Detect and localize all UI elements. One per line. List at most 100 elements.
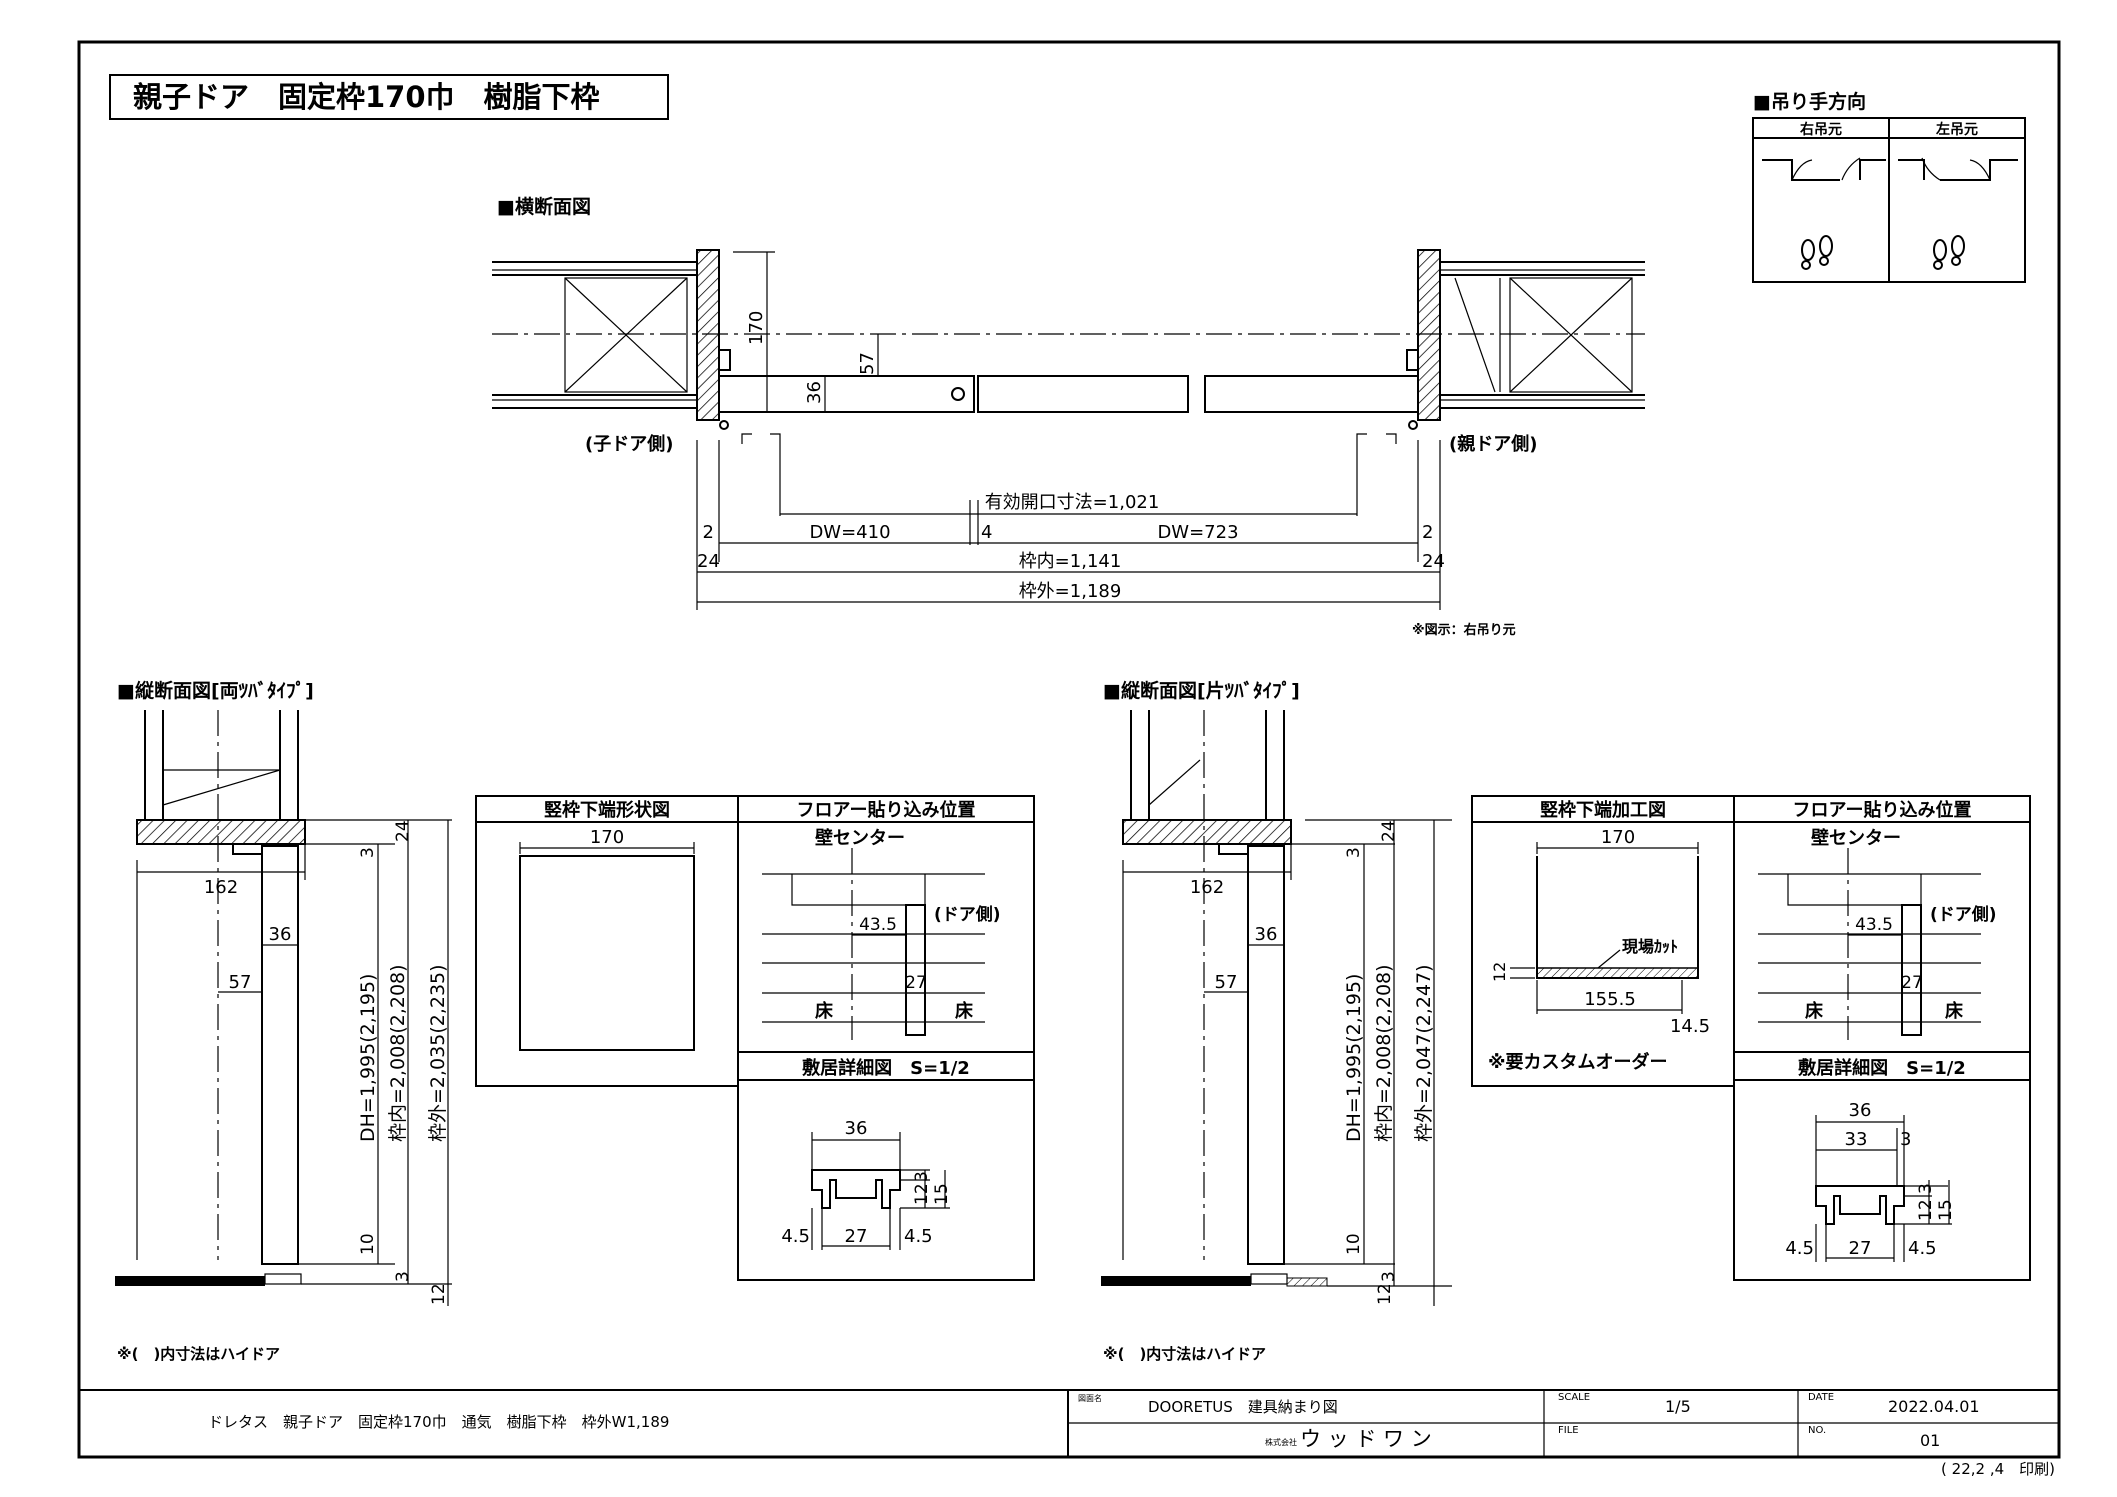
left-floor-left: 床 xyxy=(815,1000,834,1022)
effective-opening-label: 有効開口寸法=1,021 xyxy=(985,492,1160,513)
cross-section-view: ■横断面図 xyxy=(492,195,1645,638)
left-sill-15: 15 xyxy=(932,1183,952,1205)
left-sill-36: 36 xyxy=(845,1118,868,1139)
cross-section-heading: ■横断面図 xyxy=(497,195,591,218)
dim-frame-outer: 枠外=1,189 xyxy=(1019,581,1122,602)
left-hinge-sketch xyxy=(1898,157,2018,270)
v-left-dim-3-bottom: 3 xyxy=(393,1271,413,1282)
left-sill-27: 27 xyxy=(845,1226,868,1247)
right-door-side: (ドア側) xyxy=(1930,904,1997,925)
v-left-outer: 枠外=2,035(2,235) xyxy=(427,964,449,1142)
left-door-side: (ドア側) xyxy=(934,904,1001,925)
dim-gap-left: 2 xyxy=(703,522,714,543)
left-shape-header: 竪枠下端形状図 xyxy=(544,799,670,821)
dim-36-label: 36 xyxy=(804,381,825,404)
v-right-dim-12: 12 xyxy=(1375,1283,1395,1305)
right-wall-center: 壁センター xyxy=(1811,827,1901,849)
left-sill-12: 12 xyxy=(912,1183,932,1205)
v-right-dim-24: 24 xyxy=(1379,820,1399,842)
v-left-dim-162: 162 xyxy=(204,877,238,898)
right-dim-27: 27 xyxy=(1901,973,1923,993)
child-side-label: (子ドア側) xyxy=(585,433,673,455)
v-right-outer: 枠外=2,047(2,247) xyxy=(1413,964,1435,1142)
left-floor-right: 床 xyxy=(955,1000,974,1022)
right-shape-dim: 170 xyxy=(1601,827,1635,848)
v-left-note: ※( )内寸法はハイドア xyxy=(117,1345,280,1363)
dim-57-label: 57 xyxy=(857,352,878,375)
hinge-right-label: 右吊元 xyxy=(1799,121,1842,138)
left-dim-43-5: 43.5 xyxy=(859,915,897,935)
right-wall xyxy=(1406,249,1645,421)
v-right-note: ※( )内寸法はハイドア xyxy=(1103,1345,1266,1363)
v-right-dh: DH=1,995(2,195) xyxy=(1343,974,1365,1142)
left-wall xyxy=(492,249,731,421)
right-sill-4-5-l: 4.5 xyxy=(1785,1238,1814,1259)
scale-value: 1/5 xyxy=(1665,1397,1691,1416)
v-right-dim-3-bottom: 3 xyxy=(1379,1271,1399,1282)
v-left-dim-57: 57 xyxy=(229,972,252,993)
v-left-dim-24: 24 xyxy=(393,820,413,842)
left-shape-dim: 170 xyxy=(590,827,624,848)
right-dim-155-5: 155.5 xyxy=(1584,989,1636,1010)
v-left-dim-12: 12 xyxy=(429,1283,449,1305)
cross-section-note: ※図示：右吊り元 xyxy=(1412,622,1516,638)
v-left-dh: DH=1,995(2,195) xyxy=(357,974,379,1142)
no-label: NO. xyxy=(1808,1425,1826,1436)
v-right-dim-10: 10 xyxy=(1344,1233,1364,1255)
right-hinge-sketch xyxy=(1762,157,1886,270)
right-sill-header: 敷居詳細図 S=1/2 xyxy=(1798,1057,1966,1079)
dim-gap-mid: 4 xyxy=(981,522,992,543)
right-site-cut: 現場ｶｯﾄ xyxy=(1622,937,1678,956)
scale-label: SCALE xyxy=(1558,1392,1590,1403)
date-value: 2022.04.01 xyxy=(1888,1397,1980,1416)
right-sill-27: 27 xyxy=(1849,1238,1872,1259)
v-left-dim-36: 36 xyxy=(269,924,292,945)
v-right-dim-3-top: 3 xyxy=(1344,847,1364,858)
left-sill-4-5-l: 4.5 xyxy=(781,1226,810,1247)
left-floor-header: フロアー貼り込み位置 xyxy=(797,799,976,821)
right-floor-header: フロアー貼り込み位置 xyxy=(1793,799,1972,821)
right-floor-right: 床 xyxy=(1945,1000,1964,1022)
parent-side-label: (親ドア側) xyxy=(1449,433,1537,455)
detail-panel-left: 竪枠下端形状図 170 フロアー貼り込み位置 壁センター 43.5 (ドア側) … xyxy=(475,795,1035,1281)
dim-frame-right: 24 xyxy=(1422,551,1445,572)
vertical-right-heading: ■縦断面図[片ﾂﾊﾞﾀｲﾌﾟ] xyxy=(1103,679,1300,702)
detail-panel-right: 竪枠下端加工図 170 現場ｶｯﾄ 12 155.5 14.5 ※要カスタムオー… xyxy=(1471,795,2031,1281)
left-sill-4-5-r: 4.5 xyxy=(904,1226,933,1247)
v-right-dim-57: 57 xyxy=(1215,972,1238,993)
right-sill-3: 3 xyxy=(1916,1183,1936,1194)
drawing-name: DOORETUS 建具納まり図 xyxy=(1148,1398,1338,1416)
right-sill-36: 36 xyxy=(1849,1100,1872,1121)
v-right-inner: 枠内=2,008(2,208) xyxy=(1373,964,1395,1142)
left-dim-27: 27 xyxy=(905,973,927,993)
hinge-direction-panel: ■吊り手方向 右吊元 左吊元 xyxy=(1752,90,2026,283)
right-floor-left: 床 xyxy=(1805,1000,1824,1022)
hinge-heading: ■吊り手方向 xyxy=(1753,90,1866,113)
product-line: ドレタス 親子ドア 固定枠170巾 通気 樹脂下枠 枠外W1,189 xyxy=(208,1413,669,1431)
no-value: 01 xyxy=(1920,1431,1940,1450)
dim-dw-parent: DW=723 xyxy=(1157,522,1238,543)
door-leaves xyxy=(718,375,1419,413)
left-wall-center: 壁センター xyxy=(815,827,905,849)
hinge-left-label: 左吊元 xyxy=(1935,121,1978,138)
left-sill-3: 3 xyxy=(912,1171,932,1182)
right-sill-12: 12 xyxy=(1916,1199,1936,1221)
v-left-dim-10: 10 xyxy=(358,1233,378,1255)
right-sill-15: 15 xyxy=(1936,1199,1956,1221)
dim-170-label: 170 xyxy=(746,311,767,345)
right-sill-4-5-r: 4.5 xyxy=(1908,1238,1937,1259)
v-left-inner: 枠内=2,008(2,208) xyxy=(387,964,409,1142)
right-dim-43-5: 43.5 xyxy=(1855,915,1893,935)
right-shape-header: 竪枠下端加工図 xyxy=(1540,799,1666,821)
left-sill-header: 敷居詳細図 S=1/2 xyxy=(802,1057,970,1079)
dim-gap-right: 2 xyxy=(1422,522,1433,543)
v-left-dim-3-top: 3 xyxy=(358,847,378,858)
v-right-dim-162: 162 xyxy=(1190,877,1224,898)
page-title: 親子ドア 固定枠170巾 樹脂下枠 xyxy=(133,80,600,114)
vertical-section-left: ■縦断面図[両ﾂﾊﾞﾀｲﾌﾟ] 162 36 57 24 3 DH=1,995(… xyxy=(115,679,452,1363)
title-box: 親子ドア 固定枠170巾 樹脂下枠 xyxy=(109,74,669,120)
date-label: DATE xyxy=(1808,1392,1834,1403)
v-right-dim-36: 36 xyxy=(1255,924,1278,945)
right-sill-3b: 3 xyxy=(1900,1129,1911,1150)
